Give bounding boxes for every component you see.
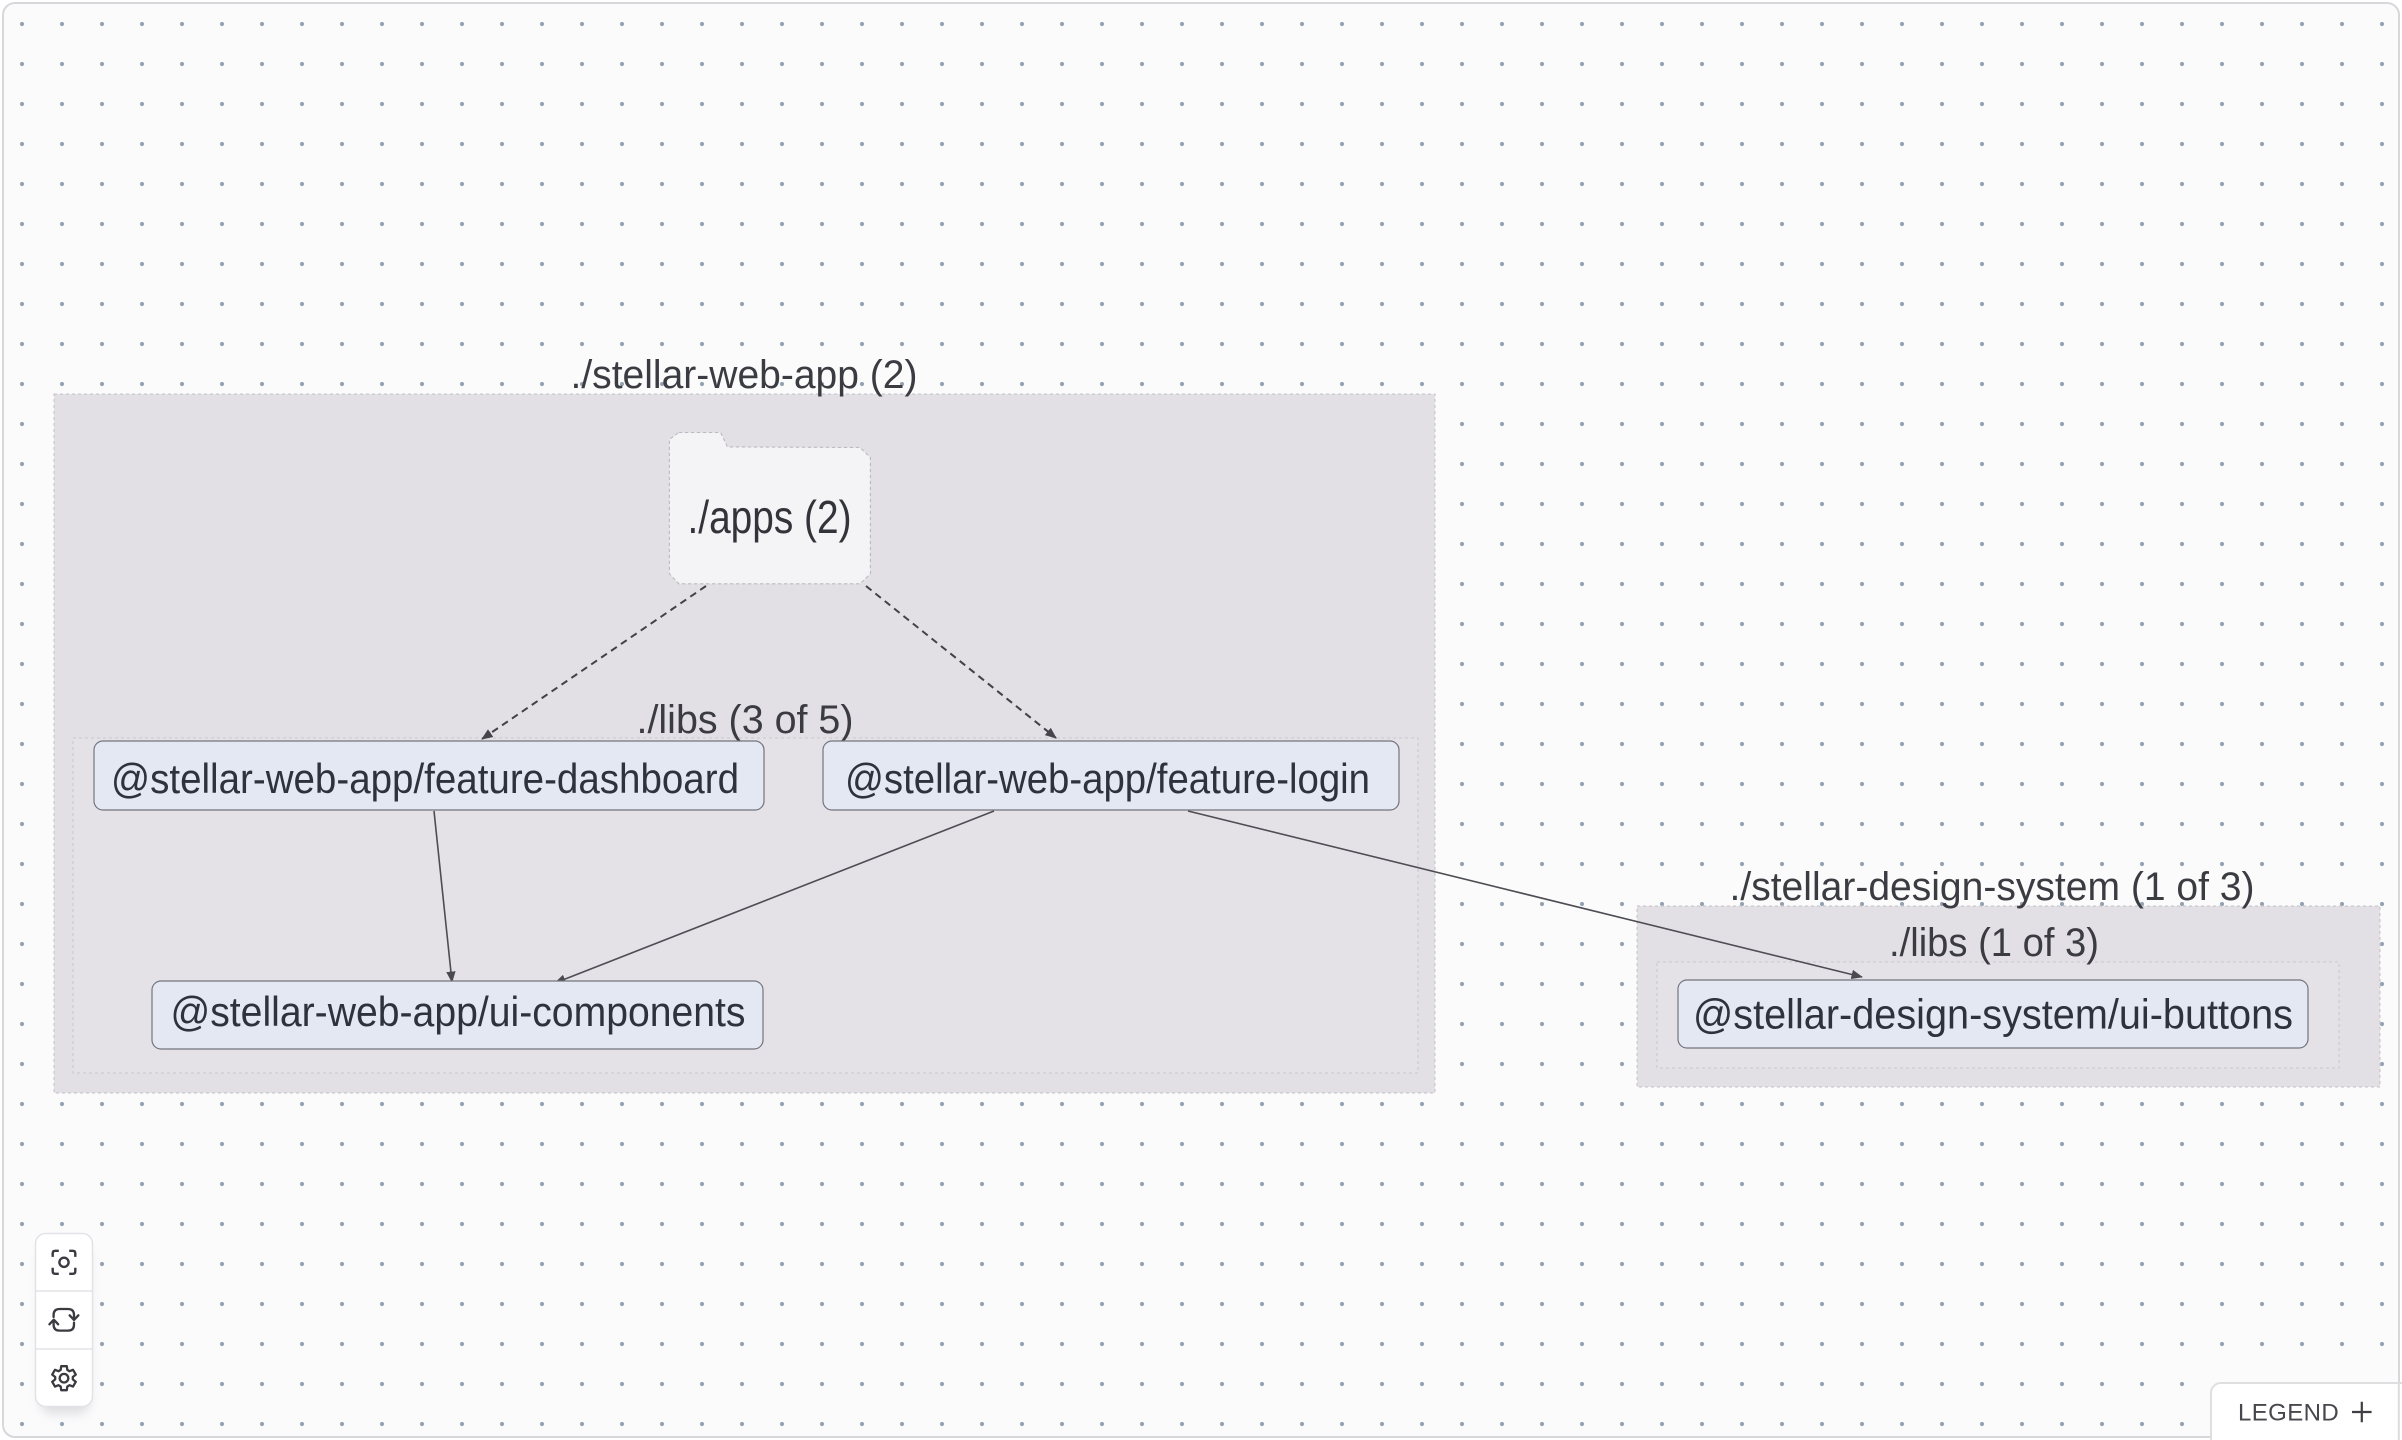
svg-text:./stellar-web-app (2): ./stellar-web-app (2) (571, 353, 918, 397)
svg-text:@stellar-web-app/ui-components: @stellar-web-app/ui-components (171, 988, 746, 1035)
svg-text:./stellar-design-system (1 of: ./stellar-design-system (1 of 3) (1730, 865, 2255, 909)
svg-text:./libs (1 of 3): ./libs (1 of 3) (1889, 921, 2099, 965)
svg-text:@stellar-web-app/feature-login: @stellar-web-app/feature-login (845, 755, 1370, 802)
svg-text:@stellar-design-system/ui-butt: @stellar-design-system/ui-buttons (1693, 991, 2293, 1038)
svg-text:./apps (2): ./apps (2) (688, 491, 852, 543)
svg-text:./libs (3 of 5): ./libs (3 of 5) (637, 698, 854, 742)
svg-text:LEGEND: LEGEND (2238, 1400, 2339, 1427)
svg-text:@stellar-web-app/feature-dashb: @stellar-web-app/feature-dashboard (111, 755, 739, 802)
